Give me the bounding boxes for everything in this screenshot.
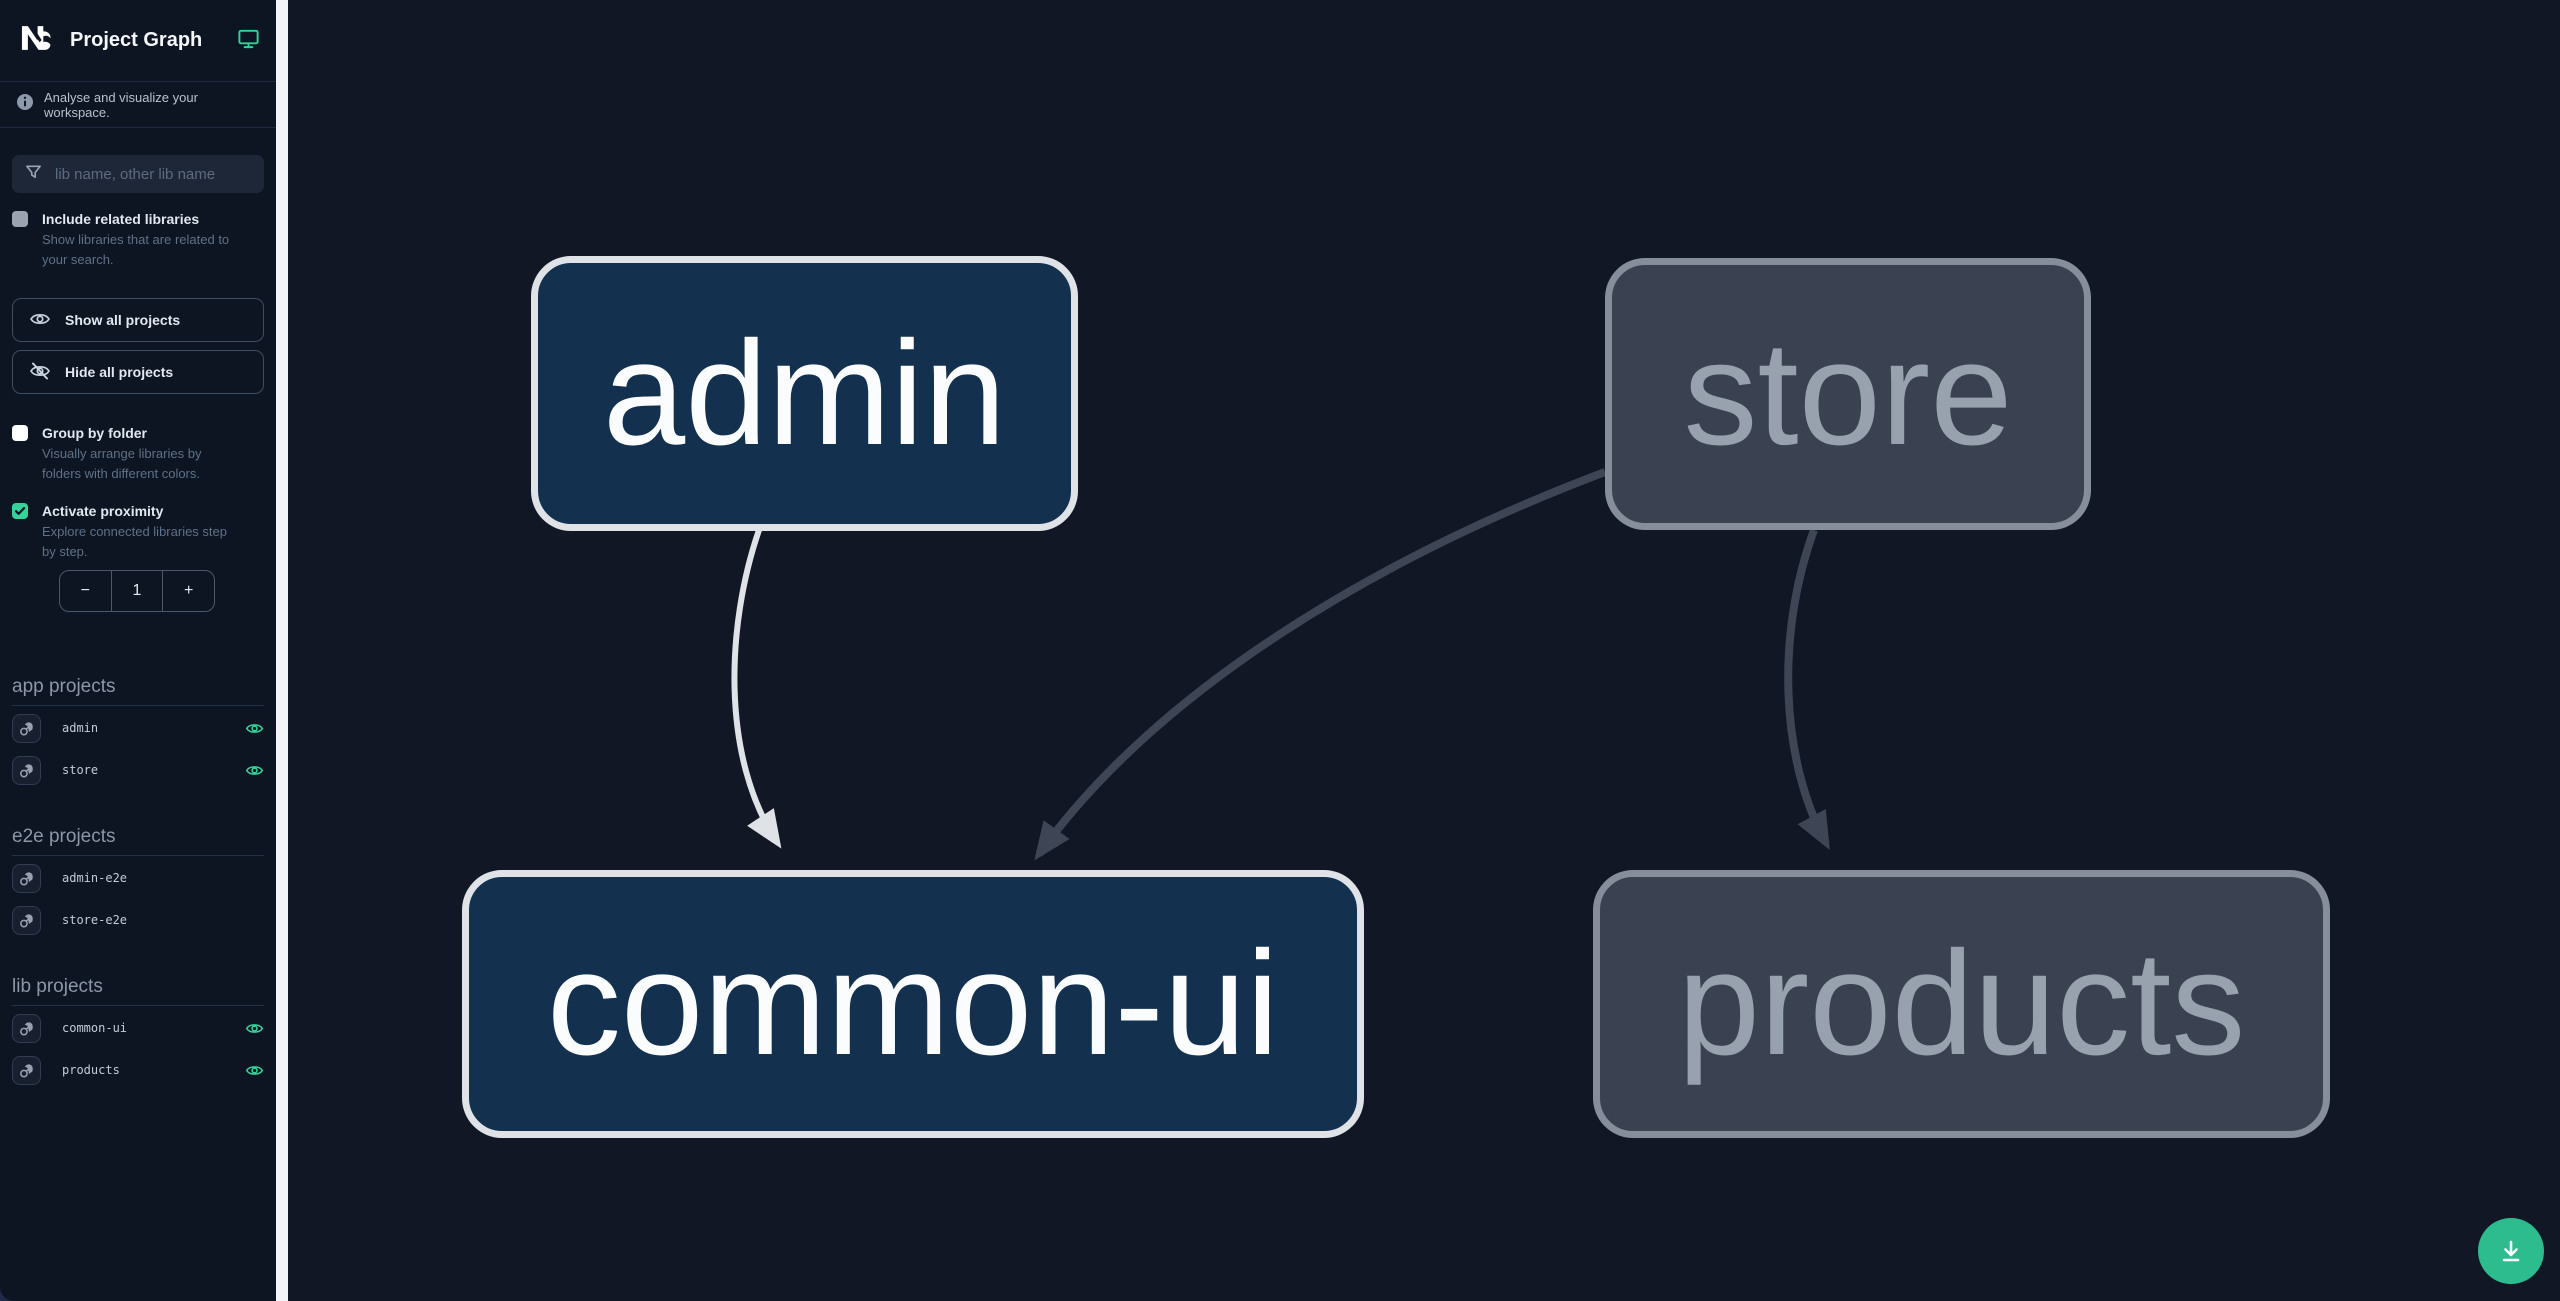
section-divider — [12, 1005, 264, 1006]
include-related-label: Include related libraries — [42, 211, 200, 227]
group-by-folder-label: Group by folder — [42, 425, 147, 441]
project-row-common-ui[interactable]: common-ui — [12, 1008, 264, 1048]
toggle-visibility-eye-icon[interactable] — [244, 1060, 264, 1080]
section-divider — [12, 855, 264, 856]
group-by-folder-checkbox[interactable] — [12, 425, 28, 441]
section-lib-projects: lib projects common-ui — [0, 976, 276, 1090]
search-box — [12, 155, 264, 193]
download-graph-button[interactable] — [2478, 1218, 2544, 1284]
graph-node-common-ui[interactable]: common-ui — [462, 870, 1364, 1138]
show-all-projects-button[interactable]: Show all projects — [12, 298, 264, 342]
focus-icon — [20, 763, 33, 777]
node-label: admin — [602, 310, 1007, 476]
section-divider — [12, 705, 264, 706]
sidebar-resize-divider[interactable] — [276, 0, 288, 1301]
monitor-icon — [237, 27, 260, 55]
activate-proximity-checkbox[interactable] — [12, 503, 28, 519]
section-title: app projects — [12, 676, 116, 697]
sidebar-header: Project Graph — [0, 0, 276, 82]
eye-off-icon — [29, 360, 51, 385]
section-app-projects: app projects admin — [0, 676, 276, 790]
project-row-store[interactable]: store — [12, 750, 264, 790]
decrement-button[interactable]: − — [60, 571, 112, 611]
toggle-visibility-eye-icon[interactable] — [244, 1018, 264, 1038]
focus-project-button[interactable] — [12, 1013, 41, 1043]
toggle-visibility-eye-icon[interactable] — [244, 760, 264, 780]
project-row-products[interactable]: products — [12, 1050, 264, 1090]
graph-node-products[interactable]: products — [1593, 870, 2330, 1138]
search-input[interactable] — [55, 165, 252, 183]
focus-project-button[interactable] — [12, 1055, 41, 1085]
node-label: common-ui — [547, 921, 1279, 1086]
node-label: store — [1683, 311, 2013, 476]
project-name: admin-e2e — [62, 871, 128, 885]
project-name: store-e2e — [62, 913, 128, 927]
download-icon — [2502, 1240, 2520, 1262]
project-row-admin-e2e[interactable]: admin-e2e — [12, 858, 264, 898]
info-icon — [16, 93, 34, 116]
focus-icon — [20, 721, 33, 735]
page-title: Project Graph — [70, 29, 203, 51]
project-name: store — [62, 763, 99, 777]
project-name: common-ui — [62, 1021, 128, 1035]
filter-funnel-icon — [24, 162, 43, 186]
project-name: products — [62, 1063, 120, 1077]
edge-store-to-products — [1784, 528, 1830, 851]
nx-logo — [16, 19, 54, 62]
focus-project-button[interactable] — [12, 755, 41, 785]
activate-proximity-description: Explore connected libraries step by step… — [42, 524, 227, 559]
graph-node-admin[interactable]: admin — [531, 256, 1078, 531]
section-title: e2e projects — [12, 826, 116, 847]
node-label: products — [1677, 921, 2246, 1086]
graph-node-store[interactable]: store — [1605, 258, 2091, 530]
increment-button[interactable]: + — [162, 571, 214, 611]
graph-edges — [731, 468, 1830, 861]
focus-icon — [20, 913, 33, 927]
proximity-depth-stepper: − 1 + — [59, 570, 215, 612]
option-group-by-folder: Group by folder Visually arrange librari… — [0, 423, 276, 484]
include-related-checkbox[interactable] — [12, 211, 28, 227]
activate-proximity-label: Activate proximity — [42, 503, 164, 519]
intro-text: Analyse and visualize your workspace. — [44, 89, 198, 120]
check-icon — [14, 507, 26, 515]
hide-all-projects-label: Hide all projects — [65, 364, 174, 380]
section-title: lib projects — [12, 976, 103, 997]
graph-canvas[interactable]: admin store common-ui products — [288, 0, 2560, 1301]
eye-icon — [29, 308, 51, 333]
edge-admin-to-common-ui — [731, 529, 782, 849]
proximity-depth-value: 1 — [132, 582, 142, 599]
option-include-related: Include related libraries Show libraries… — [0, 209, 276, 270]
focus-project-button[interactable] — [12, 905, 41, 935]
toggle-visibility-eye-icon[interactable] — [244, 718, 264, 738]
section-e2e-projects: e2e projects admin-e2e store-e2e — [0, 826, 276, 940]
hide-all-projects-button[interactable]: Hide all projects — [12, 350, 264, 394]
focus-project-button[interactable] — [12, 863, 41, 893]
edge-store-to-common-ui — [1034, 468, 1607, 861]
intro-row: Analyse and visualize your workspace. — [0, 82, 276, 128]
project-row-store-e2e[interactable]: store-e2e — [12, 900, 264, 940]
focus-icon — [20, 871, 33, 885]
focus-icon — [20, 1021, 33, 1035]
project-name: admin — [62, 721, 99, 735]
sidebar: Project Graph Analyse and visualize your… — [0, 0, 276, 1301]
group-by-folder-description: Visually arrange libraries by folders wi… — [42, 446, 202, 481]
project-row-admin[interactable]: admin — [12, 708, 264, 748]
include-related-description: Show libraries that are related to your … — [42, 232, 230, 267]
option-activate-proximity: Activate proximity Explore connected lib… — [0, 501, 276, 562]
focus-project-button[interactable] — [12, 713, 41, 743]
focus-icon — [20, 1063, 33, 1077]
show-all-projects-label: Show all projects — [65, 312, 181, 328]
